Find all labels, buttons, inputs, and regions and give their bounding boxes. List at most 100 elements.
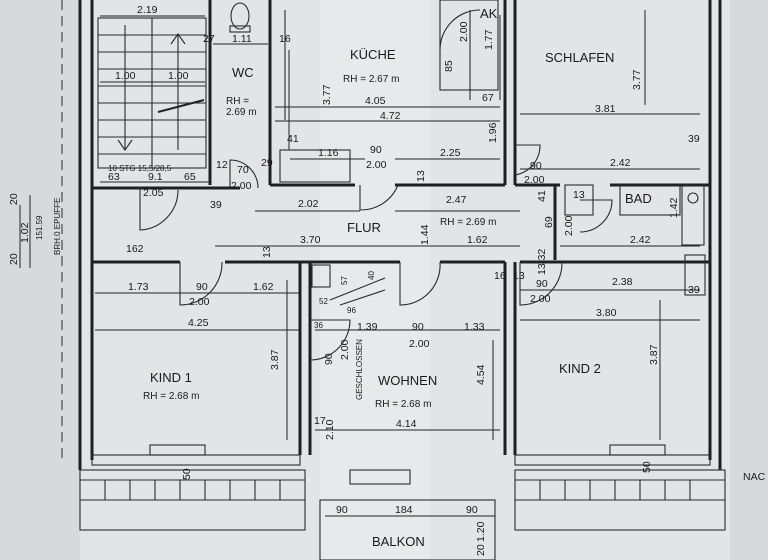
dim-label: 3.80 — [596, 307, 617, 319]
room-name-flur: FLUR — [347, 220, 381, 235]
dim-label: 4.14 — [396, 418, 417, 430]
room-rh-value-wc: 2.69 m — [226, 107, 257, 118]
dim-label: 2.00 — [231, 180, 252, 192]
shaft — [311, 264, 386, 306]
exterior-walls — [78, 0, 722, 470]
dim-label: 2.00 — [366, 159, 387, 171]
dim-label: 1.96 — [487, 122, 499, 143]
room-name-schlafen: SCHLAFEN — [545, 50, 614, 65]
dim-label: 90 — [466, 504, 478, 516]
dim-label: 2.00 — [524, 174, 545, 186]
dim-label: 13.32 — [536, 249, 548, 275]
dim-label: 90 — [536, 278, 548, 290]
brh-note: BRH.0 EPUFFE — [53, 198, 62, 255]
dim-label: 2.25 — [440, 147, 461, 159]
dim-label: 67 — [482, 92, 494, 104]
dim-label: 17 — [314, 415, 326, 427]
dim-label: 12 — [216, 159, 228, 171]
dim-label: 3.70 — [300, 234, 321, 246]
dim-label: 2.00 — [409, 338, 430, 350]
dim-label: 2.47 — [446, 194, 467, 206]
dim-label: 4.05 — [365, 95, 386, 107]
dim-label: 1.39 — [357, 321, 378, 333]
dim-label: 3.87 — [269, 349, 281, 370]
dim-label: 4.25 — [188, 317, 209, 329]
nac-note: NAC — [743, 471, 766, 483]
dim-label: 13 — [415, 170, 427, 182]
dim-label: 29 — [261, 157, 273, 169]
dim-label: 50 — [641, 461, 653, 473]
toilet-fixture — [229, 2, 251, 33]
room-name-kind2: KIND 2 — [559, 361, 601, 376]
dim-label: 3.81 — [595, 103, 616, 115]
dim-label: 1.33 — [464, 321, 485, 333]
doors — [139, 144, 613, 361]
dim-label: 96 — [347, 306, 356, 315]
dim-label: 65 — [184, 171, 196, 183]
dim-label: 4.72 — [380, 110, 401, 122]
dim-label: 1.62 — [253, 281, 274, 293]
dim-label: 36 — [314, 321, 323, 330]
dim-label: 2.10 — [324, 419, 336, 440]
plan-notes: 10 STG 15,5/28,5 BRH.0 EPUFFE GESCHLOSSE… — [53, 164, 766, 483]
dim-label: 63 — [108, 171, 120, 183]
dim-label: 1.20 — [475, 521, 487, 542]
dim-label: 1.00 — [168, 70, 189, 82]
dim-label: 2.00 — [563, 215, 575, 236]
dim-label: 57 — [340, 276, 349, 285]
dim-label: 90 — [530, 160, 542, 172]
room-name-ak: AK — [480, 6, 498, 21]
dim-label: 41 — [536, 190, 548, 202]
dim-label: 4.54 — [475, 364, 487, 385]
dim-label: 20 — [8, 253, 20, 265]
dim-label: 90 — [196, 281, 208, 293]
dim-label: 50 — [181, 468, 193, 480]
room-name-kind1: KIND 1 — [150, 370, 192, 385]
dim-label: 90 — [370, 144, 382, 156]
dim-label: 184 — [395, 504, 413, 516]
dim-label: 3.87 — [648, 344, 660, 365]
dim-label: 69 — [543, 216, 555, 228]
dim-label: 1.62 — [467, 234, 488, 246]
room-rh-kueche: RH = 2.67 m — [343, 74, 399, 85]
dim-label: 2.05 — [143, 187, 164, 199]
dim-label: 1.00 — [115, 70, 136, 82]
dim-label: 2.00 — [189, 296, 210, 308]
windows-bottom — [91, 444, 711, 485]
dim-label: 16 — [279, 33, 291, 45]
room-name-kueche: KÜCHE — [350, 47, 396, 62]
dim-label: 1.44 — [419, 224, 431, 245]
dim-label: 1.42 — [668, 197, 680, 218]
dim-label: 2.38 — [612, 276, 633, 288]
dim-label: 52 — [319, 297, 328, 306]
dim-label: 1.73 — [128, 281, 149, 293]
dim-label: 3.77 — [631, 69, 643, 90]
dim-label: 13 — [261, 246, 273, 258]
dim-label: 1.77 — [483, 29, 495, 50]
balcony-railings — [79, 469, 726, 560]
dim-label: 13 — [513, 270, 525, 282]
paper-fold-highlight — [320, 0, 430, 560]
room-name-bad: BAD — [625, 191, 652, 206]
dim-label: 90 — [412, 321, 424, 333]
stairwell — [97, 17, 207, 169]
dim-label: 2.00 — [458, 21, 470, 42]
room-rh-label-wc: RH = — [226, 96, 249, 107]
dim-label: 13 — [573, 189, 585, 201]
bathroom-fixtures — [564, 184, 706, 296]
dim-label: 20 — [8, 193, 20, 205]
dim-label: 1.11 — [232, 33, 252, 45]
dim-label: 39 — [210, 199, 222, 211]
room-rh-kind1: RH = 2.68 m — [143, 391, 199, 402]
geschlossen-note: GESCHLOSSEN — [355, 339, 364, 400]
dim-label: 2.42 — [630, 234, 651, 246]
dim-label: 151.59 — [35, 215, 44, 240]
dimension-lines — [19, 10, 700, 517]
dimension-labels: 2.19 27 1.11 16 1.00 1.00 3.77 85 2.00 1… — [8, 4, 700, 556]
dim-label: 9.1 — [148, 171, 163, 183]
dim-label: 2.00 — [530, 293, 551, 305]
dim-label: 162 — [126, 243, 144, 255]
dim-label: 39 — [688, 133, 700, 145]
dim-label: 1.02 — [19, 222, 31, 243]
room-name-wohnen: WOHNEN — [378, 373, 437, 388]
